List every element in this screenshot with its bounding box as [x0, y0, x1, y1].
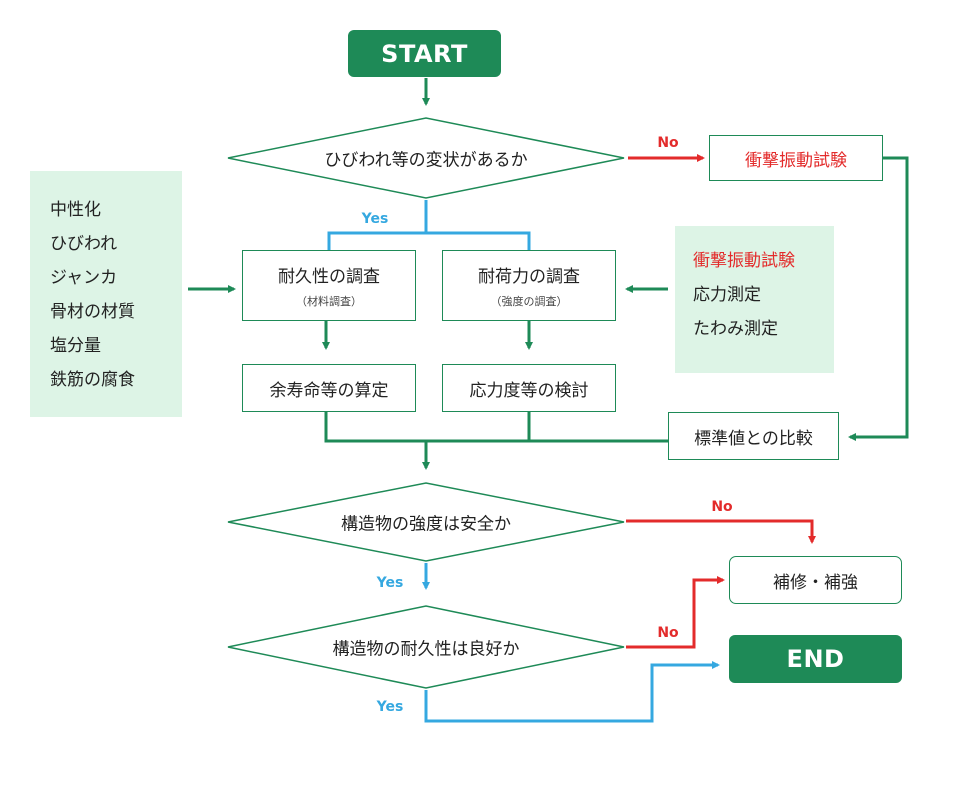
remaining-life-label: 余寿命等の算定	[269, 380, 389, 401]
label-strength-no: No	[711, 499, 733, 515]
load-test-item: 応力測定	[693, 285, 761, 305]
start-label: START	[381, 39, 468, 68]
arrow-impact-to-compare	[848, 156, 909, 441]
durability-survey-title: 耐久性の調査	[278, 267, 380, 287]
material-factor-item: 骨材の材質	[50, 302, 135, 322]
arrow-strength-no	[626, 519, 816, 544]
decision-durability-label: 構造物の耐久性は良好か	[332, 639, 520, 660]
remaining-life-box: 余寿命等の算定	[242, 364, 416, 412]
compare-standard-box: 標準値との比較	[668, 412, 839, 460]
start-terminal: START	[348, 30, 501, 77]
repair-label: 補修・補強	[773, 572, 858, 593]
material-factor-item: 中性化	[50, 200, 101, 220]
label-cracks-no: No	[657, 135, 679, 151]
stress-check-label: 応力度等の検討	[469, 380, 589, 401]
durability-survey-box: 耐久性の調査 （材料調査）	[242, 250, 416, 321]
load-survey-title: 耐荷力の調査	[478, 267, 580, 287]
decision-strength-shape	[227, 482, 625, 562]
compare-standard-label: 標準値との比較	[694, 428, 813, 449]
impact-test-box: 衝撃振動試験	[709, 135, 883, 181]
repair-box: 補修・補強	[729, 556, 902, 604]
load-survey-sub: （強度の調査）	[490, 295, 568, 308]
impact-test-label: 衝撃振動試験	[745, 150, 847, 171]
decision-strength-label: 構造物の強度は安全か	[341, 514, 511, 535]
label-durability-no: No	[657, 625, 679, 641]
end-terminal: END	[729, 635, 902, 683]
arrow-merge	[324, 412, 668, 466]
label-strength-yes: Yes	[376, 575, 404, 591]
load-test-item: たわみ測定	[693, 319, 778, 339]
material-factor-item: 塩分量	[50, 336, 101, 356]
label-durability-yes: Yes	[376, 699, 404, 715]
material-factors-panel: 中性化 ひびわれ ジャンカ 骨材の材質 塩分量 鉄筋の腐食	[30, 171, 182, 417]
load-tests-panel: 衝撃振動試験 応力測定 たわみ測定	[675, 226, 834, 373]
end-label: END	[786, 645, 845, 673]
stress-check-box: 応力度等の検討	[442, 364, 616, 412]
material-factor-item: ジャンカ	[50, 268, 118, 288]
material-factor-item: ひびわれ	[50, 234, 118, 254]
load-survey-box: 耐荷力の調査 （強度の調査）	[442, 250, 616, 321]
arrow-durability-yes	[424, 661, 720, 723]
material-factor-item: 鉄筋の腐食	[50, 370, 135, 390]
arrow-durability-no	[626, 576, 725, 649]
arrow-cracks-yes	[327, 200, 531, 250]
label-cracks-yes: Yes	[361, 211, 389, 227]
decision-cracks-label: ひびわれ等の変状があるか	[324, 150, 528, 171]
decision-cracks-shape	[227, 117, 625, 199]
decision-durability-shape	[227, 605, 625, 689]
durability-survey-sub: （材料調査）	[296, 295, 362, 308]
load-test-item: 衝撃振動試験	[693, 251, 795, 271]
